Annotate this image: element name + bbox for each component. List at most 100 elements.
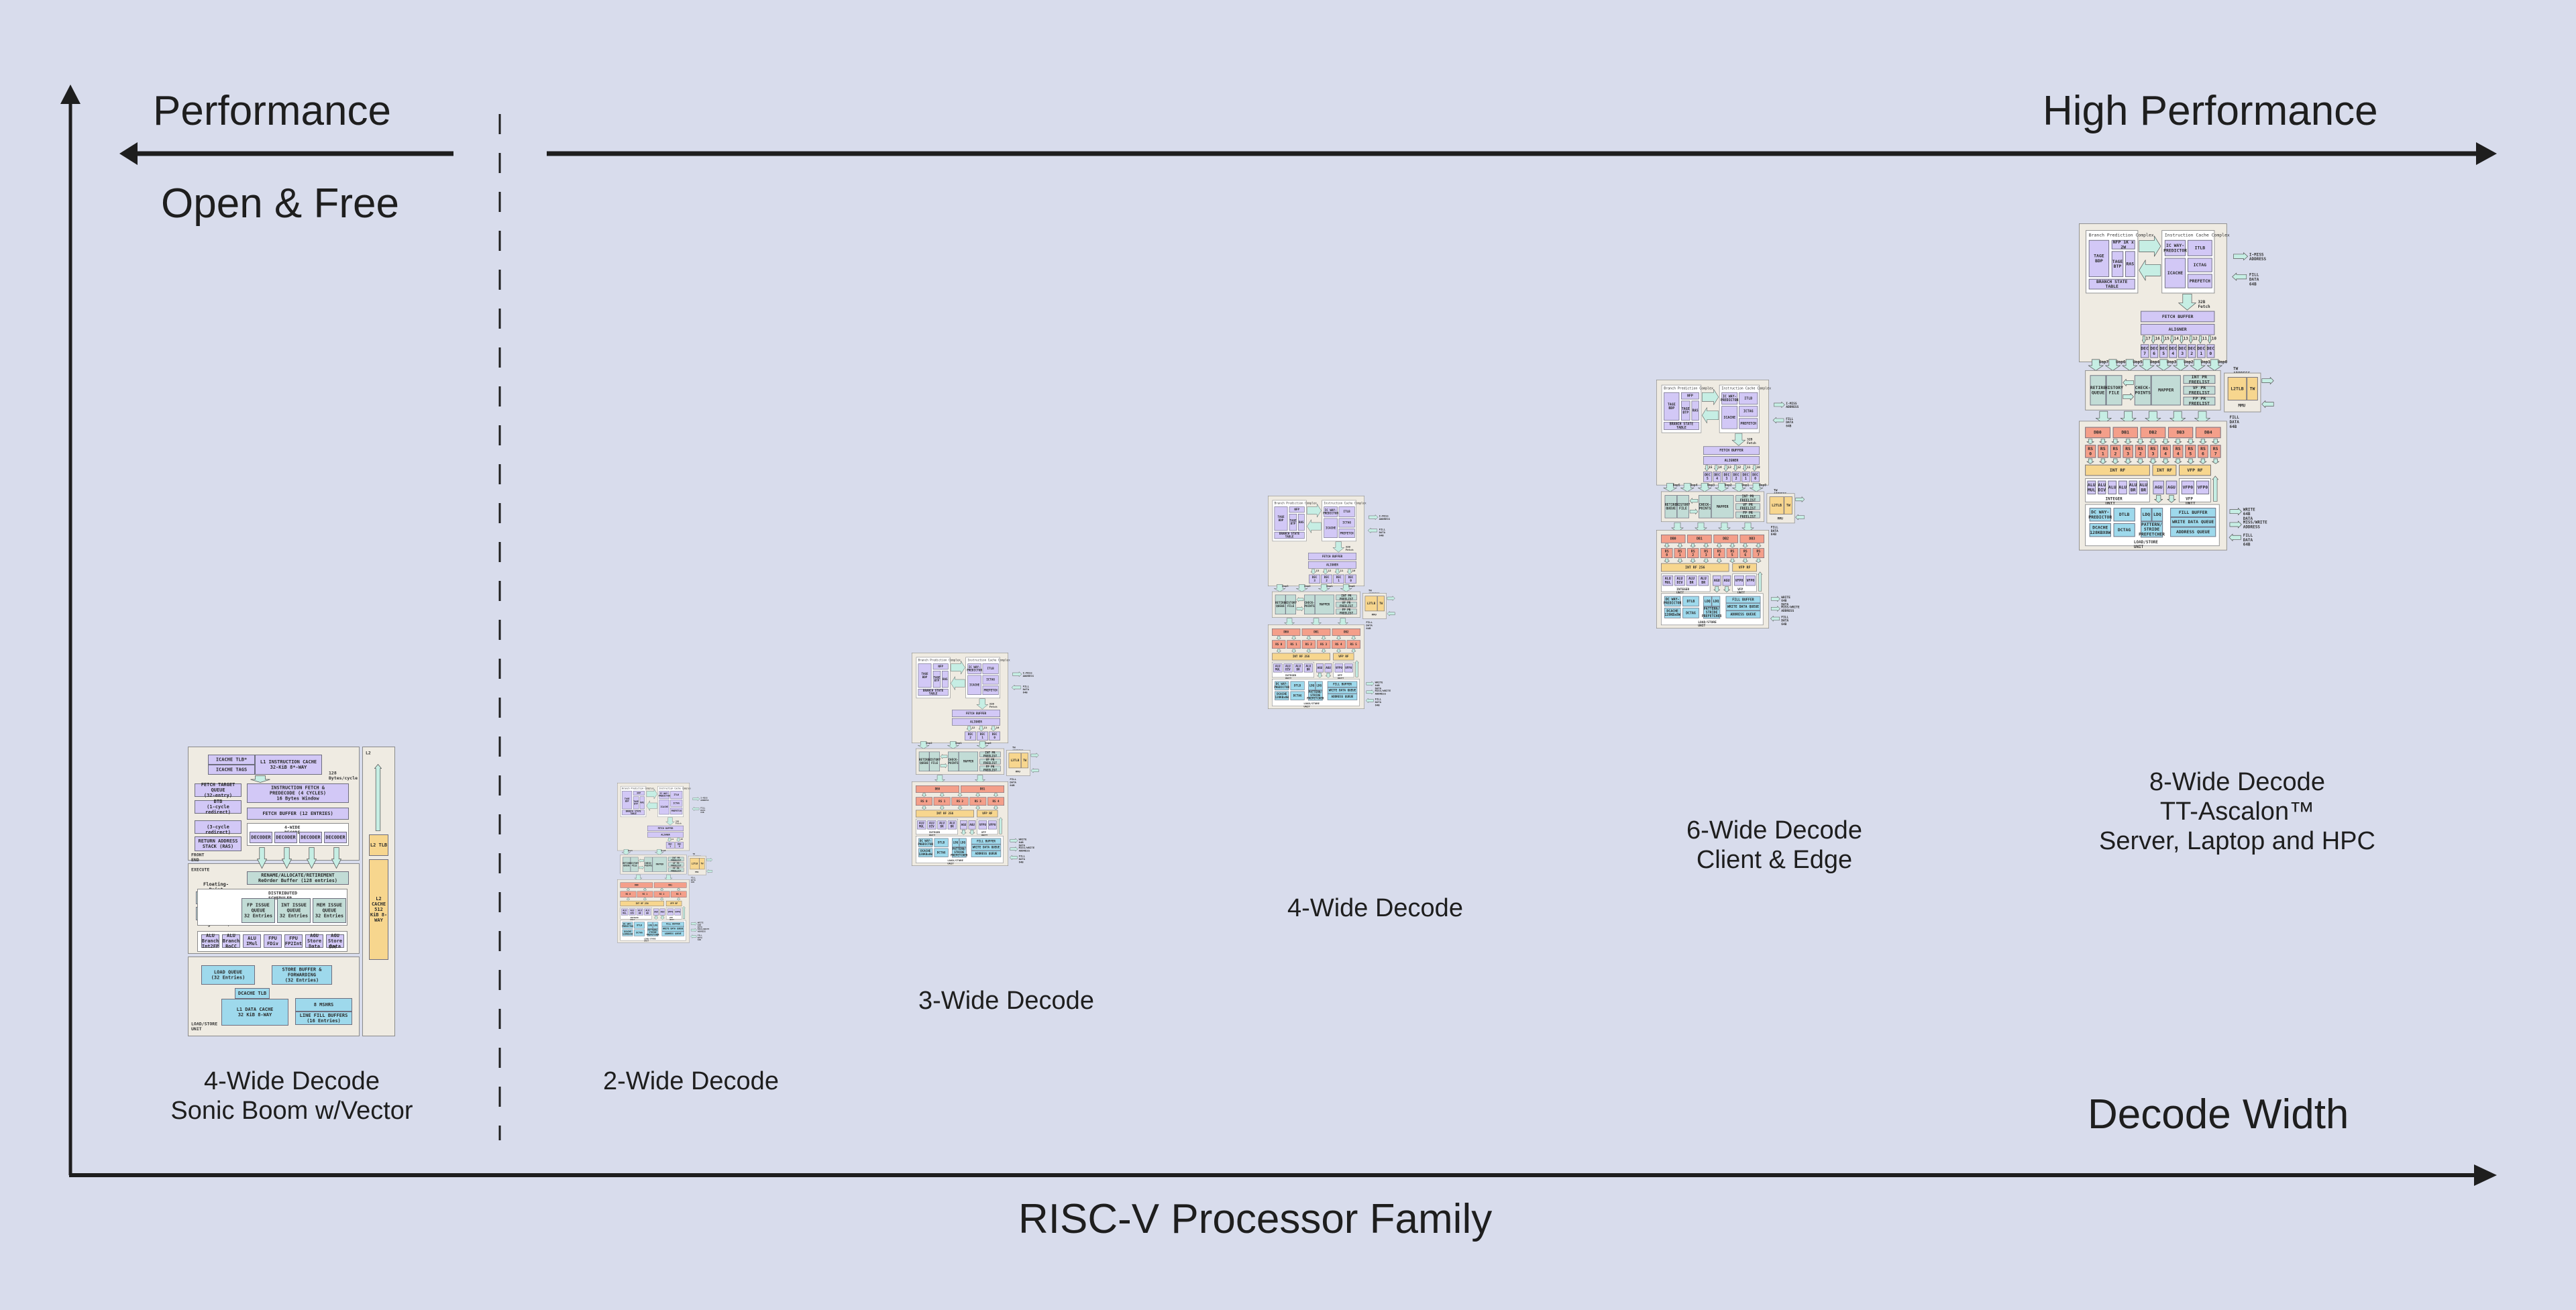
reservation-station-block: RS 2 — [2110, 445, 2121, 458]
ictag-block: ICTAG — [1739, 406, 1758, 417]
agu-to-lsu-arrow-icon — [1317, 673, 1323, 678]
fetch-32b-label: 32B Fetch — [989, 702, 998, 709]
uop-label: Uop2 — [926, 741, 932, 745]
decoder-block: DEC 0 — [2206, 344, 2215, 358]
vfp-unit-label: VFP UNIT — [1337, 673, 1344, 680]
reservation-station-block: RS 5 — [1726, 548, 1738, 558]
dtlb-block: DTLB — [934, 838, 949, 847]
imiss-arrow-icon — [1012, 671, 1022, 677]
int-register-file-block: INT RF 256 — [620, 900, 664, 907]
vfp-exec-unit-block: VFP0 — [667, 908, 674, 916]
fill-buffer-block: FILL BUFFER — [1327, 681, 1358, 688]
int-freelist-block: INT PR FREELIST — [2183, 374, 2216, 384]
dispatch-buffer-block: DB1 — [1687, 535, 1712, 543]
reservation-station-block: RS 3 — [670, 891, 687, 897]
ldq-block: LDQ — [2151, 508, 2163, 522]
uop-label: Uop0 — [661, 849, 666, 852]
int-freelist-block: INT PR FREELIST — [1735, 495, 1760, 502]
decoder-block: DEC 6 — [2150, 344, 2159, 358]
ic-complex-title: Instruction Cache Complex — [1721, 386, 1772, 391]
reservation-station-block: RS 1 — [637, 891, 653, 897]
bp-to-ic-arrow-icon — [646, 789, 657, 800]
reservation-station-block: RS 7 — [2210, 445, 2221, 458]
fill-buffer-block: FILL BUFFER — [2170, 508, 2216, 517]
caption-line: 4-Wide Decode — [1287, 894, 1463, 922]
issue-queue-block: FP ISSUE QUEUE 32 Entries — [241, 898, 275, 923]
l2tlb-block: L2TLB — [2227, 377, 2247, 401]
decode-lane-tag: 17 — [2145, 336, 2151, 341]
tage-btp-block: TAGE BTP — [1681, 400, 1690, 421]
rs-out-arrow-icon — [1716, 558, 1722, 563]
integer-unit-label: INTEGER UNIT — [928, 830, 941, 837]
decode-lane-arrow-icon — [2169, 335, 2175, 344]
fetch-arrow-icon — [250, 775, 270, 783]
tw-block: TW — [2247, 377, 2258, 401]
fill-data-label: FILL DATA 64B — [1379, 528, 1385, 537]
decode-lane-tag: 15 — [1708, 466, 1713, 470]
rs-in-arrow-icon — [1677, 543, 1683, 548]
int-exec-unit-block: ALU DIV — [1283, 663, 1293, 673]
mshrs-block: 8 MSHRS — [295, 998, 352, 1012]
fill-buffer-block: FILL BUFFER — [971, 838, 1002, 844]
fill-in-arrow-icon — [1011, 685, 1022, 690]
mapper-block: MAPPER — [1711, 495, 1734, 518]
caption-line: 2-Wide Decode — [603, 1067, 779, 1095]
int-exec-unit-block: ALU MUL — [621, 908, 629, 916]
rs-out-arrow-icon — [2099, 458, 2107, 464]
lsu-fill-arrow-icon — [1770, 616, 1780, 622]
bp-complex-title: Branch Prediction Complex — [2088, 232, 2154, 238]
agu-block: AGU — [2153, 480, 2164, 494]
agu-block: AGU — [1713, 575, 1721, 586]
fill-data-label: FILL DATA 64B — [1022, 685, 1029, 694]
reservation-station-block: RS 0 — [1661, 548, 1673, 558]
fill-data-label: FILL DATA 64B — [700, 807, 706, 814]
front-end-section-label: FRONT END — [191, 853, 205, 863]
decode-lane-arrow-icon — [676, 837, 681, 842]
miss-write-label: MISS/WRITE ADDRESS — [2243, 520, 2267, 530]
decoder-block: DEC 4 — [2169, 344, 2178, 358]
decoder-block: DEC 2 — [2188, 344, 2196, 358]
checkpoint-restore-arrow-icon — [2123, 378, 2134, 386]
vfp-exec-unit-block: VFP0 — [978, 820, 987, 830]
bp-complex-title: Branch Prediction Complex — [1274, 502, 1317, 505]
address-queue-block: ADDRESS QUEUE — [661, 931, 684, 936]
uop-label: Uop3 — [2166, 360, 2177, 365]
decode-lane-arrow-icon — [2198, 335, 2203, 344]
decoder-block: DEC 0 — [675, 842, 684, 849]
miss-write-label: MISS/WRITE ADDRESS — [697, 928, 710, 933]
performance-label: Performance — [153, 88, 391, 134]
reservation-station-block: RS 7 — [1752, 548, 1764, 558]
decode-lane-tag: 14 — [2174, 336, 2179, 341]
ic-complex-title: Instruction Cache Complex — [1324, 502, 1366, 505]
reservation-station-block: RS 5 — [2185, 445, 2196, 458]
agu-to-lsu-arrow-icon — [2154, 494, 2163, 503]
rs-out-arrow-icon — [1742, 558, 1748, 563]
uop-arrow-icon — [2105, 359, 2121, 371]
rs-in-arrow-icon — [2174, 439, 2182, 445]
stride-prefetcher-block: PATTERN/ STRIDE PREFETCHER — [646, 928, 659, 937]
decode-lane-arrow-icon — [1322, 569, 1329, 574]
vfp-writeback-arrow-icon — [1758, 571, 1763, 592]
integer-unit-panel — [2085, 478, 2150, 502]
uop-label: Uop6 — [2116, 360, 2126, 365]
rs-out-arrow-icon — [2212, 458, 2220, 464]
caption-line: 3-Wide Decode — [918, 987, 1094, 1015]
reservation-station-block: RS 1 — [933, 797, 951, 806]
write-data-label: WRITE 64B DATA — [2243, 507, 2255, 521]
mapper-block: MAPPER — [652, 857, 667, 872]
miss-write-label: MISS/WRITE ADDRESS — [1018, 846, 1035, 853]
uop-label: Uop4 — [2149, 360, 2160, 365]
l2-cache-block: L2 CACHE 512 KiB 8-WAY — [369, 859, 388, 960]
dc-way-predictor-block: DC WAY- PREDICTOR — [1274, 681, 1290, 690]
decode-lane-arrow-icon — [2208, 335, 2212, 344]
uop-arrow-icon — [257, 847, 267, 869]
decode-lane-arrow-icon — [1752, 465, 1757, 472]
mmu-fill-label: FILL DATA 64B — [1770, 525, 1778, 537]
decoder-block: DEC 0 — [1751, 472, 1760, 482]
rs-in-arrow-icon — [2199, 439, 2207, 445]
rs-in-arrow-icon — [1664, 543, 1670, 548]
decode-lane-tag: 16 — [2155, 336, 2160, 341]
nfp-block: NFP 1K x 2W — [2111, 239, 2135, 250]
store-buffer-block: STORE BUFFER & FORWARDING (32 Entries) — [272, 965, 332, 985]
fill-in-arrow-icon — [2232, 272, 2247, 281]
